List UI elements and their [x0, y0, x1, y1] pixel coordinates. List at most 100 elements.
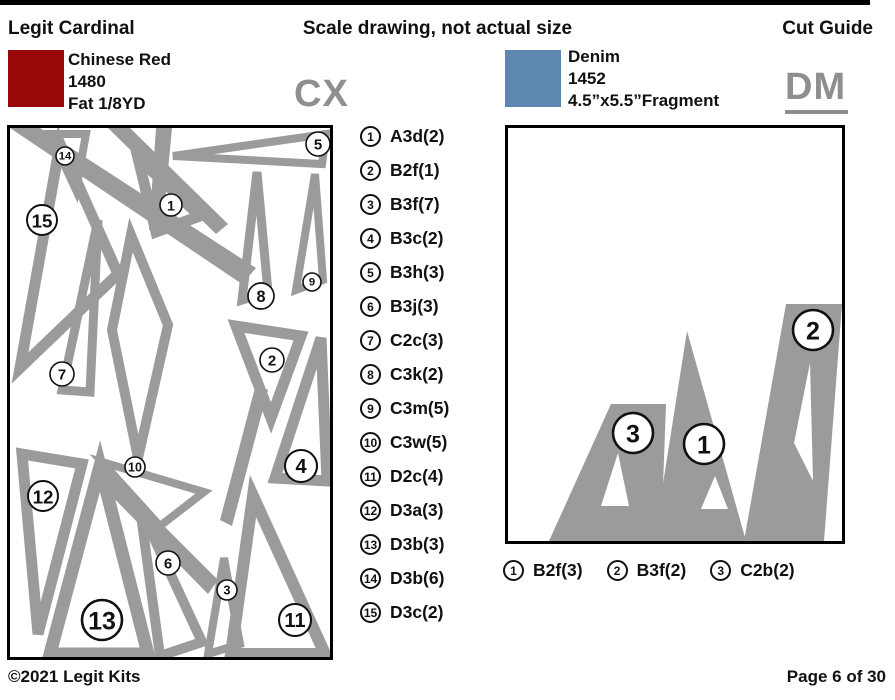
cx-fabric-info: Chinese Red 1480 Fat 1/8YD	[68, 49, 171, 115]
svg-text:9: 9	[309, 277, 315, 289]
page-number: Page 6 of 30	[786, 667, 886, 686]
fabric-piece-shape	[128, 141, 211, 240]
piece-number-badge-2: 2	[259, 347, 285, 373]
piece-number-badge-14: 14	[55, 146, 75, 166]
cx-fabric-number: 1480	[68, 72, 106, 91]
legend-number-circle: 12	[360, 500, 381, 521]
piece-number-badge-13: 13	[80, 598, 124, 642]
legend-piece-label: C3w(5)	[390, 432, 448, 452]
piece-number-badge-3: 3	[611, 411, 655, 455]
svg-text:3: 3	[626, 420, 640, 448]
svg-text:13: 13	[88, 607, 116, 635]
legend-piece-label: D3b(6)	[390, 568, 445, 588]
svg-text:5: 5	[314, 136, 322, 153]
svg-text:4: 4	[295, 456, 307, 478]
dm-fabric-swatch	[505, 50, 561, 107]
svg-text:2: 2	[268, 352, 276, 369]
svg-text:15: 15	[32, 211, 53, 232]
svg-text:2: 2	[806, 317, 820, 345]
legend-number-circle: 13	[360, 534, 381, 555]
legend-number-circle: 2	[360, 160, 381, 181]
piece-number-badge-1: 1	[159, 193, 183, 217]
legend-number-circle: 14	[360, 568, 381, 589]
svg-text:1: 1	[697, 431, 711, 459]
legend-number-circle: 4	[360, 228, 381, 249]
fabric-piece-shape	[42, 440, 156, 657]
svg-text:8: 8	[256, 288, 265, 306]
legend-piece-label: D3a(3)	[390, 500, 444, 520]
legend-item-5: 5 B3h(3)	[360, 262, 449, 283]
legend-number-circle: 7	[360, 330, 381, 351]
svg-text:1: 1	[167, 198, 175, 213]
legend-number-circle: 9	[360, 398, 381, 419]
fabric-piece-shape	[94, 464, 218, 594]
dm-fabric-code: DM	[785, 66, 847, 108]
piece-number-badge-4: 4	[283, 448, 319, 484]
piece-number-badge-15: 15	[26, 204, 58, 236]
legend-item-8: 8 C3k(2)	[360, 364, 449, 385]
svg-text:12: 12	[33, 487, 54, 508]
legend-number-circle: 3	[360, 194, 381, 215]
legend-number-circle: 11	[360, 466, 381, 487]
piece-number-badge-2: 2	[791, 308, 835, 352]
piece-number-badge-7: 7	[49, 361, 75, 387]
legend-piece-label: C3k(2)	[390, 364, 444, 384]
fabric-piece-shape	[224, 474, 330, 657]
legend-item-4: 4 B3c(2)	[360, 228, 449, 249]
fabric-piece-shape	[15, 447, 89, 636]
piece-number-badge-5: 5	[305, 131, 330, 157]
fabric-piece-shape	[106, 217, 174, 460]
svg-text:11: 11	[284, 610, 305, 632]
scale-note: Scale drawing, not actual size	[302, 18, 573, 39]
dm-cut-layout-panel: 2 3 1	[505, 125, 845, 544]
dm-fabric-size: 4.5”x5.5”Fragment	[568, 91, 720, 110]
cx-fabric-name: Chinese Red	[68, 50, 171, 69]
legend-piece-label: B3j(3)	[390, 296, 439, 316]
legend-piece-label: B3h(3)	[390, 262, 445, 282]
legend-piece-label: D2c(4)	[390, 466, 444, 486]
cx-fabric-size: Fat 1/8YD	[68, 94, 146, 113]
legend-piece-label: C2c(3)	[390, 330, 444, 350]
legend-piece-label: B3f(2)	[636, 560, 687, 580]
copyright-text: ©2021 Legit Kits	[8, 667, 141, 686]
piece-number-badge-9: 9	[302, 272, 322, 292]
legend-piece-label: B3c(2)	[390, 228, 444, 248]
dm-fabric-name: Denim	[568, 47, 620, 66]
piece-number-badge-12: 12	[27, 480, 59, 512]
svg-text:10: 10	[128, 461, 142, 475]
dm-fabric-info: Denim 1452 4.5”x5.5”Fragment	[568, 46, 719, 112]
page-title: Cut Guide	[782, 18, 873, 39]
svg-text:6: 6	[164, 555, 172, 572]
svg-text:7: 7	[58, 366, 66, 383]
legend-number-circle: 8	[360, 364, 381, 385]
fabric-piece-shape	[227, 319, 309, 434]
fabric-piece-shape	[11, 128, 125, 384]
piece-number-badge-11: 11	[277, 602, 313, 638]
top-divider-bar	[0, 0, 870, 5]
dm-fabric-number: 1452	[568, 69, 606, 88]
svg-text:3: 3	[224, 584, 231, 598]
legend-number-circle: 15	[360, 602, 381, 623]
piece-number-badge-8: 8	[247, 282, 275, 310]
dm-code-underline	[785, 110, 848, 114]
legend-piece-label: A3d(2)	[390, 126, 445, 146]
legend-number-circle: 5	[360, 262, 381, 283]
fabric-piece-shape	[220, 384, 268, 526]
legend-item-11: 11 D2c(4)	[360, 466, 449, 487]
legend-item-7: 7 C2c(3)	[360, 330, 449, 351]
fabric-piece-shape	[172, 129, 330, 169]
cx-fabric-swatch	[8, 50, 64, 107]
legend-number-circle: 3	[710, 560, 732, 581]
